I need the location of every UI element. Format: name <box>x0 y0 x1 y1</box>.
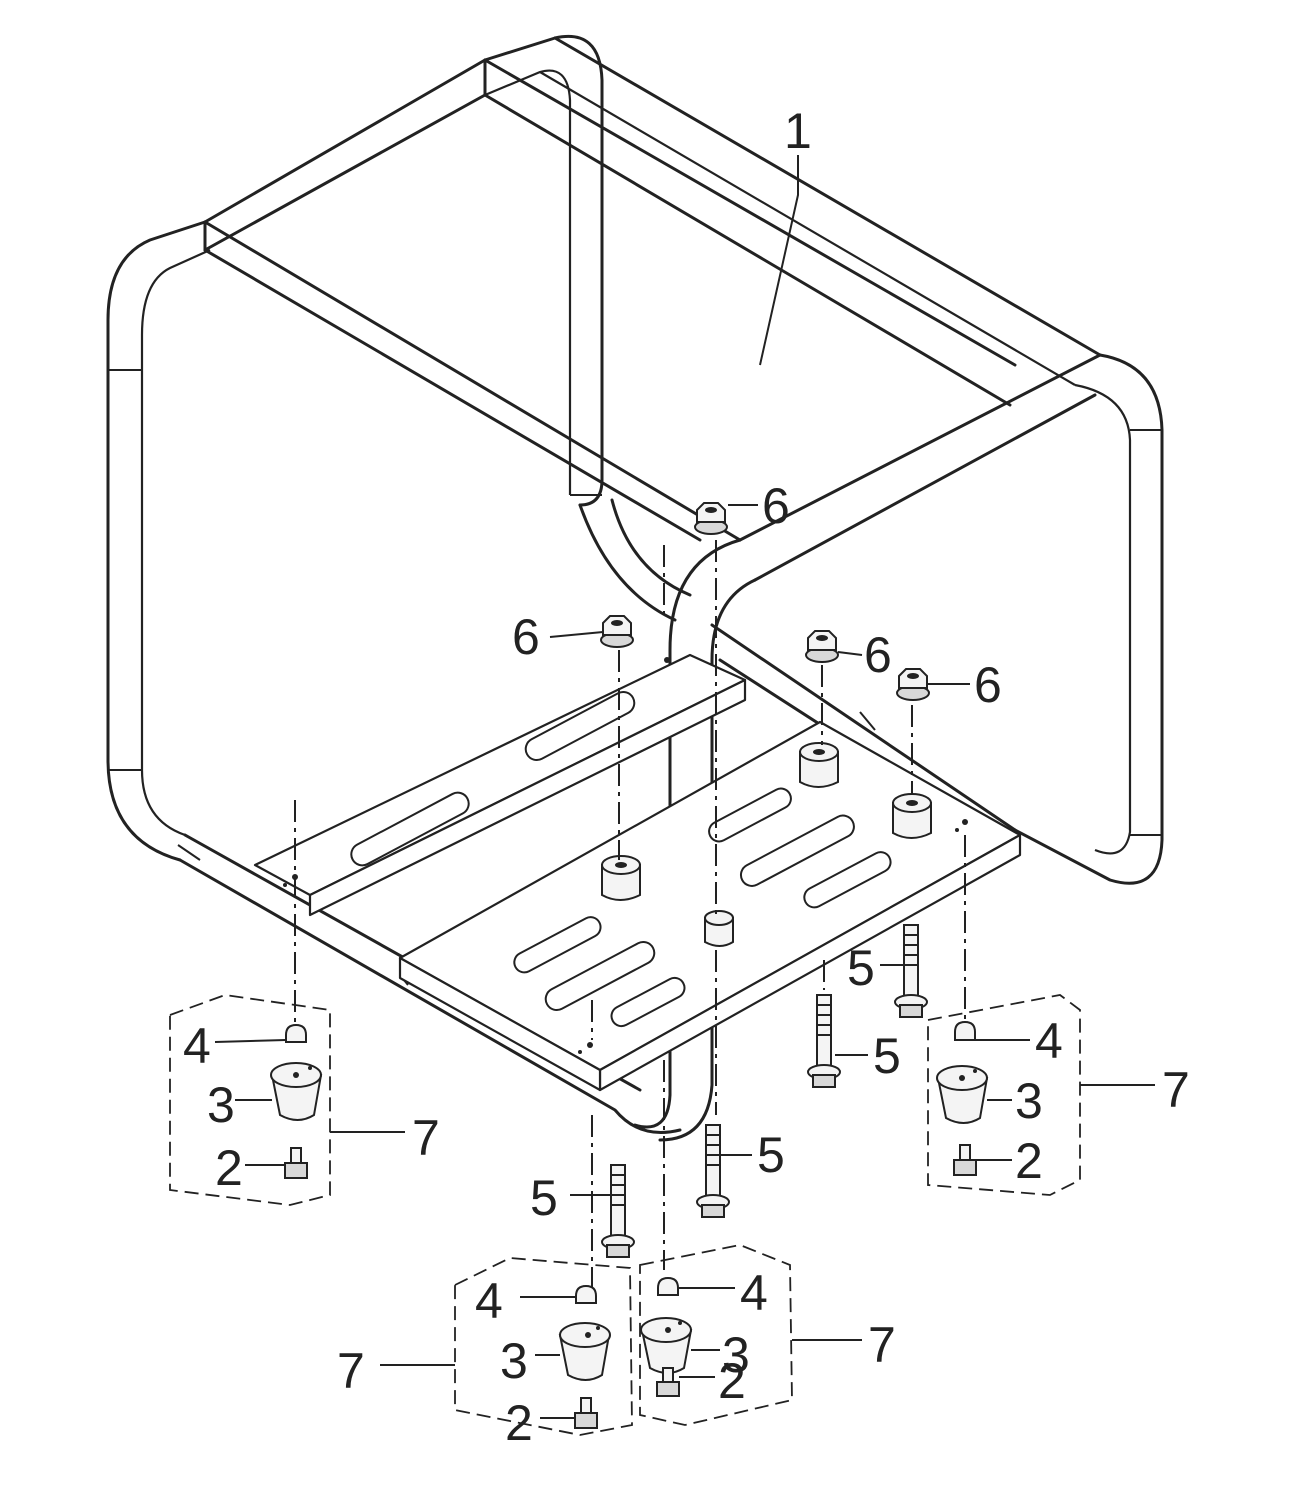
rubber-foot <box>936 1065 989 1124</box>
rubber-foot <box>640 1317 693 1374</box>
centerlines <box>294 540 966 1290</box>
callout-foot-kit: 7 <box>868 1317 896 1373</box>
rubber-foot <box>558 1322 611 1381</box>
foot-kit <box>639 1244 793 1426</box>
callout-cap-nut: 4 <box>1035 1013 1063 1069</box>
callout-rubber-foot: 3 <box>207 1077 235 1133</box>
spacer <box>892 793 932 839</box>
bolt <box>807 994 841 1088</box>
flange-nuts <box>600 502 930 701</box>
callout-screw: 2 <box>1015 1133 1043 1189</box>
callout-rubber-foot: 3 <box>722 1327 750 1383</box>
foot-kit <box>927 994 1081 1196</box>
screw <box>953 1144 977 1176</box>
callout-foot-kit: 7 <box>1162 1062 1190 1118</box>
callout-foot-kit: 7 <box>412 1110 440 1166</box>
foot-kit <box>169 994 331 1206</box>
callout-cap-nut: 4 <box>475 1273 503 1329</box>
cap-nut <box>954 1020 976 1041</box>
callout-bolt: 5 <box>847 940 875 996</box>
callout-frame: 1 <box>784 103 812 159</box>
flange-nut <box>805 630 839 663</box>
callout-screw: 2 <box>505 1395 533 1451</box>
callout-bolt: 5 <box>530 1170 558 1226</box>
cap-nut <box>285 1023 307 1043</box>
callout-flange-nut: 6 <box>974 657 1002 713</box>
leader-lines <box>214 155 1155 1419</box>
screw <box>574 1397 598 1429</box>
flange-nut <box>896 668 930 701</box>
callout-flange-nut: 6 <box>512 609 540 665</box>
spacers <box>601 742 932 947</box>
callout-labels: 1 6 6 6 6 5 5 5 5 4 3 2 7 4 3 2 7 4 3 2 … <box>183 103 1190 1451</box>
bolt <box>601 1164 635 1258</box>
spacer <box>799 742 839 788</box>
bolt <box>894 924 928 1018</box>
callout-flange-nut: 6 <box>864 627 892 683</box>
callout-foot-kit: 7 <box>337 1343 365 1399</box>
bolts <box>601 924 928 1258</box>
callout-screw: 2 <box>215 1140 243 1196</box>
callout-screw: 2 <box>718 1353 746 1409</box>
flange-nut <box>694 502 728 535</box>
callout-bolt: 5 <box>757 1127 785 1183</box>
cap-nut <box>575 1284 597 1304</box>
spacer <box>601 855 641 901</box>
foot-kit <box>454 1257 633 1436</box>
callout-rubber-foot: 3 <box>1015 1073 1043 1129</box>
spacer <box>704 910 734 947</box>
callout-flange-nut: 6 <box>762 478 790 534</box>
screw <box>284 1147 308 1179</box>
base-plates <box>253 653 1022 1092</box>
callout-rubber-foot: 3 <box>500 1333 528 1389</box>
cap-nut <box>657 1276 679 1296</box>
callout-cap-nut: 4 <box>183 1018 211 1074</box>
screw <box>656 1367 680 1397</box>
rubber-foot <box>270 1062 323 1121</box>
callout-cap-nut: 4 <box>740 1265 768 1321</box>
bolt <box>696 1124 730 1218</box>
callout-bolt: 5 <box>873 1028 901 1084</box>
flange-nut <box>600 615 634 648</box>
